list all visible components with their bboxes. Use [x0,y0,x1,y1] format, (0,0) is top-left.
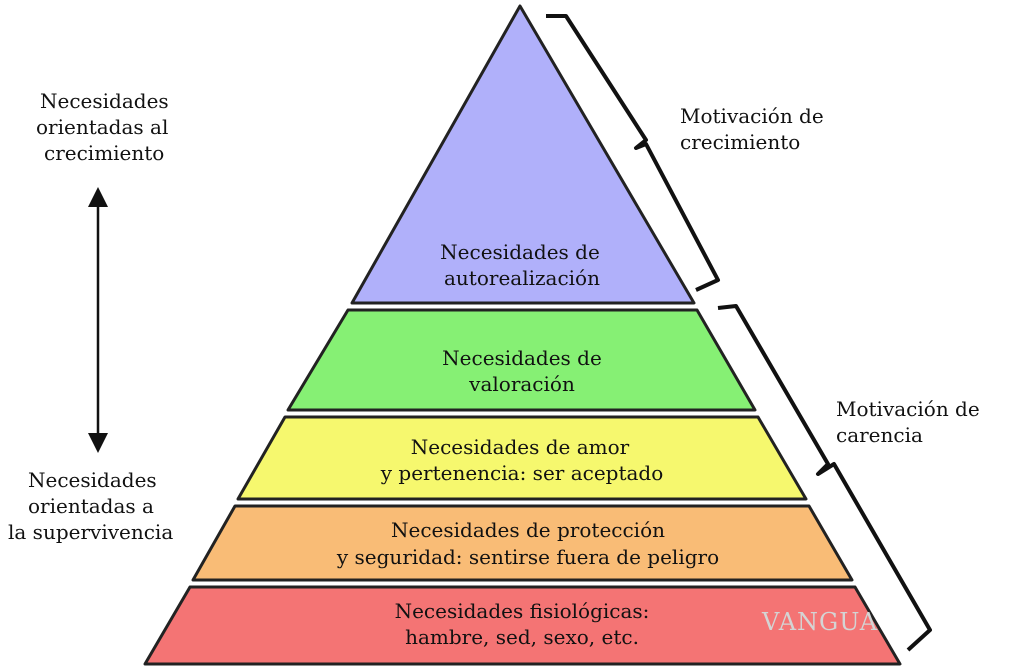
tier-3-line-2: y pertenencia: ser aceptado [380,461,664,485]
right-top-line-1: Motivación de [680,104,824,128]
watermark-logo: VANGUA [761,608,878,636]
tier-5-line-2: hambre, sed, sexo, etc. [405,625,639,649]
right-top-line-2: crecimiento [680,130,800,154]
left-bottom-line-1: Necesidades [28,468,157,492]
left-top-line-2: orientadas al [36,115,168,139]
tier-1-line-1: Necesidades de [440,240,600,264]
tier-5-line-1: Necesidades fisiológicas: [395,599,650,623]
tier-1-line-2: autorealización [444,266,600,290]
tier-4-line-2: y seguridad: sentirse fuera de peligro [336,545,719,569]
left-bottom-line-3: la supervivencia [8,520,173,544]
left-bottom-line-2: orientadas a [28,494,154,518]
tier-amor-pertenencia [236,415,808,501]
tier-valoracion [286,308,757,412]
left-top-line-3: crecimiento [44,141,164,165]
right-bottom-line-2: carencia [836,423,923,447]
tier-proteccion-seguridad [191,504,854,582]
brace-crecimiento-icon [546,14,720,292]
tier-fisiologicas [143,585,902,666]
right-bottom-line-1: Motivación de [836,397,980,421]
tier-2-line-2: valoración [468,372,575,396]
tier-4-line-1: Necesidades de protección [391,518,665,542]
tier-autorealizacion [350,4,696,305]
brace-carencia-icon [717,304,932,652]
left-top-line-1: Necesidades [40,89,169,113]
tier-3-line-1: Necesidades de amor [411,435,630,459]
tier-2-line-1: Necesidades de [442,346,602,370]
